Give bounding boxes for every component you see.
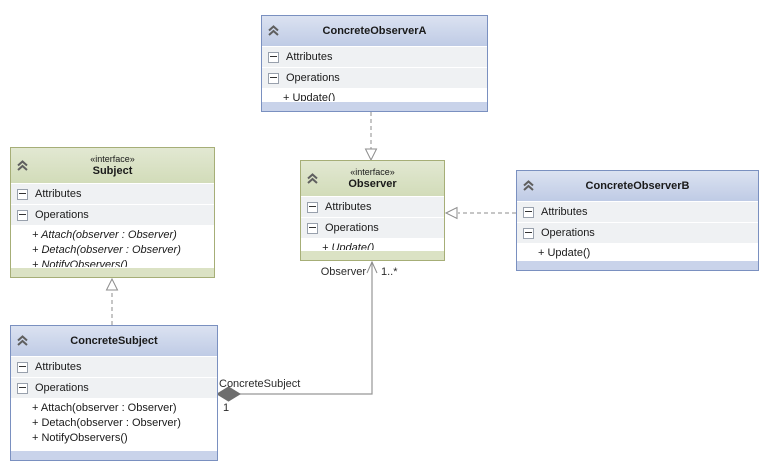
collapse-minus-icon[interactable] [307, 222, 318, 234]
attributes-compartment[interactable]: Attributes [262, 47, 487, 68]
operations-compartment[interactable]: Operations [11, 205, 214, 226]
operations-label: Operations [541, 227, 595, 239]
method-item[interactable]: + Update() [538, 247, 591, 259]
methods-list: + Update() [301, 239, 444, 250]
class-title: ConcreteObserverB [585, 179, 690, 192]
realization-concretesubject-subject[interactable] [105, 277, 119, 325]
association-source-multiplicity-label[interactable]: 1 [223, 402, 229, 414]
methods-list: + Update() [262, 89, 487, 101]
class-title: Subject [92, 164, 133, 177]
collapse-chevron-icon[interactable] [306, 172, 319, 185]
operations-compartment[interactable]: Operations [517, 223, 758, 244]
class-header[interactable]: «interface» Observer [301, 161, 444, 197]
realization-concreteobservera-observer[interactable] [364, 112, 378, 162]
attributes-label: Attributes [541, 206, 588, 218]
class-footer-strip [517, 260, 758, 270]
realization-concreteobserverb-observer[interactable] [444, 206, 516, 220]
class-title: Observer [348, 177, 397, 190]
class-header[interactable]: «interface» Subject [11, 148, 214, 184]
association-target-role-label[interactable]: Observer [321, 266, 367, 278]
collapse-minus-icon[interactable] [17, 361, 28, 373]
class-header[interactable]: ConcreteObserverB [517, 171, 758, 202]
class-footer-strip [11, 267, 214, 277]
attributes-compartment[interactable]: Attributes [517, 202, 758, 223]
class-footer-strip [262, 101, 487, 111]
class-title: ConcreteObserverA [322, 24, 427, 37]
method-item[interactable]: + Attach(observer : Observer) [32, 229, 177, 241]
class-observer[interactable]: «interface» Observer Attributes Operatio… [300, 160, 445, 261]
methods-list: + Attach(observer : Observer) + Detach(o… [11, 399, 217, 450]
attributes-label: Attributes [35, 361, 82, 373]
hollow-triangle-arrowhead [444, 206, 458, 220]
method-item[interactable]: + Detach(observer : Observer) [32, 417, 181, 429]
method-item[interactable]: + Update() [283, 92, 336, 101]
collapse-chevron-icon[interactable] [267, 25, 280, 37]
class-header[interactable]: ConcreteSubject [11, 326, 217, 357]
collapse-minus-icon[interactable] [17, 209, 28, 221]
method-item[interactable]: + NotifyObservers() [32, 432, 128, 444]
collapse-minus-icon[interactable] [523, 206, 534, 218]
stereotype-label: «interface» [350, 166, 395, 177]
class-header[interactable]: ConcreteObserverA [262, 16, 487, 47]
class-concreteobservera[interactable]: ConcreteObserverA Attributes Operations … [261, 15, 488, 112]
attributes-label: Attributes [286, 51, 333, 63]
operations-label: Operations [286, 72, 340, 84]
class-footer-strip [11, 450, 217, 460]
collapse-minus-icon[interactable] [307, 201, 318, 213]
class-title: ConcreteSubject [70, 334, 158, 347]
attributes-compartment[interactable]: Attributes [301, 197, 444, 218]
hollow-triangle-arrowhead [364, 148, 378, 162]
stereotype-label: «interface» [90, 153, 135, 164]
collapse-chevron-icon[interactable] [522, 180, 535, 192]
open-arrowhead-icon [366, 260, 378, 274]
attributes-label: Attributes [325, 201, 372, 213]
class-subject[interactable]: «interface» Subject Attributes Operation… [10, 147, 215, 278]
attributes-label: Attributes [35, 188, 82, 200]
operations-compartment[interactable]: Operations [262, 68, 487, 89]
attributes-compartment[interactable]: Attributes [11, 357, 217, 378]
collapse-minus-icon[interactable] [268, 51, 279, 63]
method-item[interactable]: + Detach(observer : Observer) [32, 244, 181, 256]
collapse-chevron-icon[interactable] [16, 335, 29, 347]
class-concretesubject[interactable]: ConcreteSubject Attributes Operations + … [10, 325, 218, 461]
methods-list: + Attach(observer : Observer) + Detach(o… [11, 226, 214, 267]
collapse-minus-icon[interactable] [17, 188, 28, 200]
association-source-role-label[interactable]: ConcreteSubject [219, 378, 300, 390]
method-item[interactable]: + Update() [322, 242, 375, 250]
collapse-minus-icon[interactable] [523, 227, 534, 239]
collapse-minus-icon[interactable] [17, 382, 28, 394]
methods-list: + Update() [517, 244, 758, 260]
method-item[interactable]: + NotifyObservers() [32, 259, 128, 267]
class-footer-strip [301, 250, 444, 260]
association-concretesubject-observer[interactable]: ConcreteSubject 1 Observer 1..* [216, 260, 398, 414]
method-item[interactable]: + Attach(observer : Observer) [32, 402, 177, 414]
operations-compartment[interactable]: Operations [301, 218, 444, 239]
collapse-minus-icon[interactable] [268, 72, 279, 84]
operations-compartment[interactable]: Operations [11, 378, 217, 399]
attributes-compartment[interactable]: Attributes [11, 184, 214, 205]
filled-diamond-icon [216, 386, 241, 402]
operations-label: Operations [325, 222, 379, 234]
association-target-multiplicity-label[interactable]: 1..* [381, 266, 398, 278]
operations-label: Operations [35, 382, 89, 394]
operations-label: Operations [35, 209, 89, 221]
class-concreteobserverb[interactable]: ConcreteObserverB Attributes Operations … [516, 170, 759, 271]
hollow-triangle-arrowhead [105, 277, 119, 291]
collapse-chevron-icon[interactable] [16, 159, 29, 172]
